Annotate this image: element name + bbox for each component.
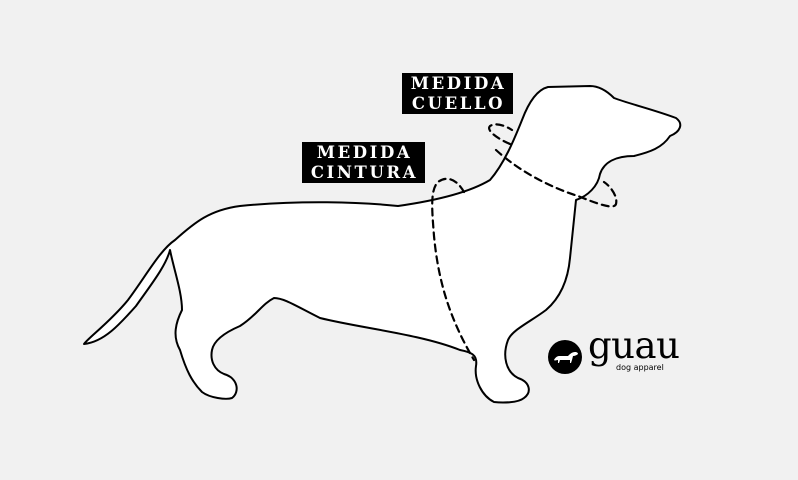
waist-measure-label: MEDIDA CINTURA [302,142,425,183]
waist-label-line-2: CINTURA [310,163,419,182]
neck-label-line-2: CUELLO [411,94,506,113]
brand-logo: guau dog apparel [548,326,698,378]
neck-measure-line [488,123,618,208]
brand-tagline: dog apparel [616,363,664,372]
neck-measure-label: MEDIDA CUELLO [402,73,513,114]
waist-label-line-1: MEDIDA [316,143,413,162]
neck-label-line-1: MEDIDA [410,74,507,93]
dachshund-logo-icon [548,340,582,374]
dog-body-silhouette [83,85,682,404]
brand-name: guau [588,324,680,367]
